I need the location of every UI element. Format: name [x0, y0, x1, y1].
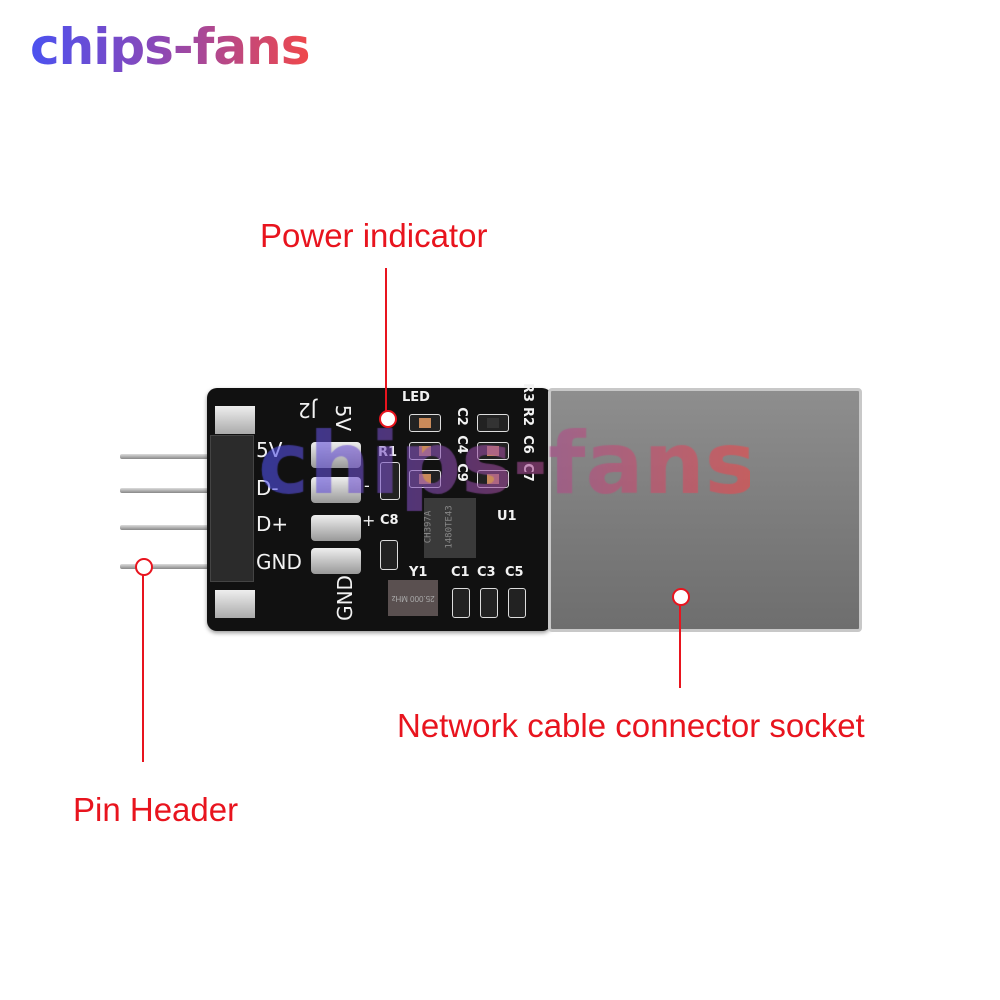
silk-c7: C7 [519, 463, 535, 482]
callout-line [385, 268, 387, 412]
silk-u1: U1 [497, 509, 517, 524]
callout-pin-header: Pin Header [73, 791, 239, 828]
silk-d-minus: D- [256, 476, 279, 500]
crystal-oscillator: 25.000 MHz [388, 580, 438, 616]
callout-line [679, 600, 681, 688]
capacitor-c3 [480, 588, 498, 618]
capacitor-c1 [452, 588, 470, 618]
silk-5v: 5V [256, 438, 283, 462]
solder-pad [311, 548, 361, 574]
silk-c3: C3 [477, 565, 496, 580]
silk-c4: C4 [453, 435, 469, 454]
header-pin-gnd [120, 564, 216, 569]
mount-pad [215, 406, 255, 434]
resistor-r1 [380, 462, 400, 500]
silk-r1: R1 [378, 445, 398, 460]
silk-gnd-rotated: GND [332, 575, 357, 621]
callout-dot [135, 558, 153, 576]
silk-c8: C8 [380, 513, 399, 528]
resistor [477, 414, 509, 432]
brand-logo: chips-fans [30, 18, 311, 76]
silk-c1: C1 [451, 565, 470, 580]
silk-r3: R3 [520, 382, 536, 403]
silk-j2: J2 [298, 398, 317, 422]
header-pin-d-plus [120, 525, 216, 530]
silk-5v-rotated: 5V [331, 404, 356, 432]
pin-header [210, 435, 254, 582]
capacitor [409, 442, 441, 460]
chip-marking-2: 1480TE43 [444, 505, 455, 549]
ch397a-chip: CH397A 1480TE43 [423, 498, 476, 558]
capacitor-c8 [380, 540, 398, 570]
silk-minus: - [364, 476, 370, 495]
callout-dot [672, 588, 690, 606]
silk-c2: C2 [453, 407, 469, 426]
solder-pad [311, 442, 361, 468]
capacitor [409, 414, 441, 432]
header-pin-5v [120, 454, 216, 459]
header-pin-d-minus [120, 488, 216, 493]
callout-dot [379, 410, 397, 428]
silk-y1: Y1 [409, 565, 428, 580]
silk-plus: + [362, 511, 376, 530]
silk-c9: C9 [453, 463, 469, 482]
silk-led: LED [402, 390, 430, 405]
silk-d-plus: D+ [256, 512, 289, 536]
capacitor [477, 470, 509, 488]
silk-r2: R2 [520, 406, 536, 427]
silk-c6: C6 [519, 435, 535, 454]
capacitor [409, 470, 441, 488]
capacitor [477, 442, 509, 460]
silk-c5: C5 [505, 565, 524, 580]
rj45-socket [548, 388, 862, 632]
capacitor-c5 [508, 588, 526, 618]
callout-power-indicator: Power indicator [260, 217, 488, 254]
solder-pad [311, 477, 361, 503]
chip-marking: CH397A [423, 510, 434, 544]
callout-line [142, 570, 144, 762]
solder-pad [311, 515, 361, 541]
callout-socket: Network cable connector socket [397, 707, 865, 744]
mount-pad [215, 590, 255, 618]
silk-gnd: GND [256, 550, 302, 574]
